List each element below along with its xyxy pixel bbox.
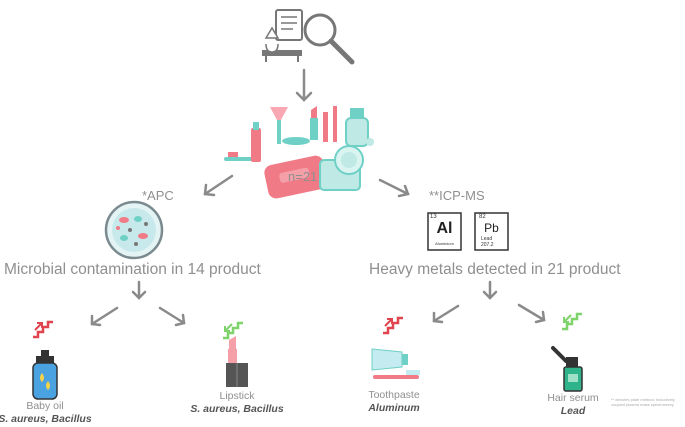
product-name-toothpaste: Toothpaste <box>368 389 420 401</box>
hair-serum-dropper-icon <box>551 346 583 392</box>
stairs-shape <box>223 321 243 340</box>
product-finding-lipstick: S. aureus, Bacillus <box>190 403 284 415</box>
arrow-left-branch <box>203 174 234 197</box>
al-symbol: Al <box>436 220 453 237</box>
arrow-to-lipstick <box>158 306 186 327</box>
trend-arrow-shaft <box>563 314 572 323</box>
pb-symbol: Pb <box>484 221 499 235</box>
arrow-to-toothpaste <box>432 304 460 324</box>
product-name-baby-oil: Baby oil <box>26 400 64 412</box>
product-finding-hair-serum: Lead <box>560 405 586 417</box>
right-method-label: **ICP-MS <box>429 188 485 203</box>
trend-arrow-shaft <box>384 318 393 327</box>
toothpaste-icon <box>371 348 420 379</box>
stairs-shape <box>383 316 403 335</box>
trend-arrow-shaft <box>224 323 233 332</box>
product-name-hair-serum: Hair serum <box>547 392 599 404</box>
al-atomic-number: 13 <box>430 214 437 220</box>
trend-down-icon-hair-serum <box>562 312 582 331</box>
pb-atomic-number: 82 <box>479 214 486 220</box>
petri-dish-icon <box>104 200 164 260</box>
pb-name: Lead <box>481 236 493 242</box>
pb-mass: 207.2 <box>481 242 494 248</box>
right-summary-label: Heavy metals detected in 21 product <box>369 261 621 278</box>
baby-oil-bottle-icon <box>32 350 58 400</box>
product-finding-baby-oil: S. aureus, Bacillus <box>0 413 92 425</box>
trend-up-icon-baby-oil <box>33 320 53 339</box>
element-tile-pb <box>474 212 509 251</box>
arrow-down-main <box>295 68 313 102</box>
lab-analysis-icon <box>262 9 355 65</box>
arrow-to-hair-serum <box>517 303 546 324</box>
al-name: Aluminium <box>435 241 454 246</box>
left-summary-label: Microbial contamination in 14 product <box>4 261 261 278</box>
sample-size-label: n=21 <box>288 169 318 184</box>
lipstick-icon <box>226 336 248 387</box>
trend-arrow-shaft <box>34 322 43 331</box>
product-name-lipstick: Lipstick <box>219 390 255 402</box>
footnote: ** denotes plate method; Inductively cou… <box>611 397 675 407</box>
stairs-shape <box>33 320 53 339</box>
trend-down-icon-lipstick <box>223 321 243 340</box>
arrow-down-right <box>482 280 498 300</box>
arrow-right-branch <box>378 178 410 198</box>
arrow-to-baby-oil <box>90 306 119 327</box>
trend-up-icon-toothpaste <box>383 316 403 335</box>
product-finding-toothpaste: Aluminum <box>368 402 420 414</box>
element-tile-al <box>427 212 462 251</box>
stairs-shape <box>562 312 582 331</box>
cosmetics-cluster-icon <box>224 106 374 199</box>
left-method-label: *APC <box>142 188 174 203</box>
arrow-down-left <box>131 280 147 300</box>
